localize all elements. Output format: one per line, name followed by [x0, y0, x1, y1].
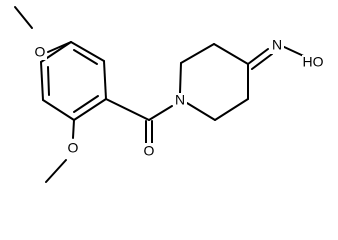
- bond-bottom-methyl: [45, 159, 67, 183]
- bond-ring-carbonyl: [105, 98, 150, 121]
- methoxy-top-oxygen-label: O: [35, 44, 46, 60]
- bond-ring-5: [40, 61, 44, 101]
- methoxy-bottom-oxygen-label: O: [68, 140, 79, 156]
- bond-carbonyl-n: [148, 105, 173, 121]
- bond-ring-double-1: [73, 49, 98, 65]
- bond-pip-6: [186, 102, 216, 121]
- molecule-canvas: O O O N N HO: [14, 6, 324, 183]
- bond-ring-double-3: [47, 66, 50, 96]
- bond-pip-1: [179, 62, 182, 94]
- bond-oxime-double-a: [247, 48, 269, 65]
- piperidine-nitrogen-label: N: [175, 92, 185, 108]
- oxime-nitrogen-label: N: [272, 37, 282, 53]
- molecule-diagram: O O O N N HO: [14, 6, 324, 183]
- bond-oxime-double-b: [251, 53, 273, 70]
- bond-ring-4: [42, 99, 75, 121]
- bond-pip-2: [180, 43, 215, 64]
- bond-pip-5: [214, 98, 249, 121]
- bond-top-methyl: [14, 6, 33, 29]
- bond-pip-3: [213, 43, 249, 65]
- carbonyl-oxygen-label: O: [144, 143, 155, 159]
- bond-bottom-o-ring: [72, 119, 75, 139]
- bond-ring-2: [103, 60, 107, 100]
- bond-ring-3: [73, 98, 107, 121]
- bond-ring-1: [70, 41, 105, 62]
- bond-ring-double-2: [73, 95, 99, 113]
- oxime-hydroxyl-label: HO: [303, 54, 324, 70]
